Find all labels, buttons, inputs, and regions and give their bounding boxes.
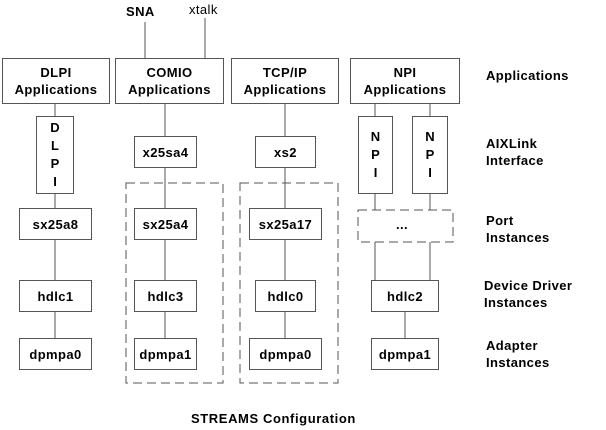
tcpip-dashed-group xyxy=(239,182,339,384)
row-label-applications-line-1: Applications xyxy=(486,68,569,83)
dlpi-letter-p: P xyxy=(50,156,60,171)
npi-left-letter-i: I xyxy=(373,165,378,180)
sx25a17-box: sx25a17 xyxy=(249,208,322,240)
dpmpa1-col2-box: dpmpa1 xyxy=(134,338,197,370)
dlpi-letter-d: D xyxy=(50,120,60,135)
dlpi-applications-box: DLPI Applications xyxy=(2,58,110,104)
dlpi-letter-l: L xyxy=(51,138,59,153)
row-label-port-instances: Port Instances xyxy=(486,212,550,246)
npi-left-letter-p: P xyxy=(371,147,380,162)
xs2-box: xs2 xyxy=(255,136,316,168)
npi-left-letter-n: N xyxy=(370,129,381,144)
npi-right-letter-n: N xyxy=(425,129,435,144)
dlpi-letter-i: I xyxy=(53,174,57,189)
comio-applications-box: COMIO Applications xyxy=(115,58,224,104)
npi-port-ellipsis: ... xyxy=(393,216,412,233)
row-label-device-driver-line-2: Instances xyxy=(484,295,548,310)
dpmpa0-col3-box: dpmpa0 xyxy=(249,338,322,370)
tcpip-applications-box: TCP/IP Applications xyxy=(231,58,339,104)
sna-label: SNA xyxy=(126,4,155,19)
row-label-aixlink-line-1: AIXLink xyxy=(486,136,538,151)
row-label-adapter-instances: Adapter Instances xyxy=(486,337,550,371)
hdlc2-box: hdlc2 xyxy=(371,280,439,312)
row-label-adapter-line-2: Instances xyxy=(486,355,550,370)
row-label-port-line-2: Instances xyxy=(486,230,550,245)
sx25a8-box: sx25a8 xyxy=(19,208,92,240)
xtalk-label: xtalk xyxy=(189,2,218,17)
row-label-aixlink-line-2: Interface xyxy=(486,153,544,168)
npi-right-letter-i: I xyxy=(428,165,432,180)
comio-app-line-1: COMIO xyxy=(146,65,193,80)
diagram-caption: STREAMS Configuration xyxy=(191,411,356,426)
hdlc0-box: hdlc0 xyxy=(255,280,316,312)
row-label-device-driver-line-1: Device Driver xyxy=(484,278,573,293)
dlpi-app-line-1: DLPI xyxy=(40,65,72,80)
tcpip-app-line-1: TCP/IP xyxy=(262,65,308,80)
comio-app-line-2: Applications xyxy=(128,82,211,97)
hdlc3-box: hdlc3 xyxy=(134,280,197,312)
dpmpa1-col4-box: dpmpa1 xyxy=(371,338,439,370)
row-label-aixlink-interface: AIXLink Interface xyxy=(486,135,544,169)
row-label-adapter-line-1: Adapter xyxy=(486,338,538,353)
npi-port-dashed-box xyxy=(357,209,454,243)
dpmpa0-col1-box: dpmpa0 xyxy=(19,338,92,370)
tcpip-app-line-2: Applications xyxy=(243,82,327,97)
x25sa4-box: x25sa4 xyxy=(134,136,197,168)
npi-app-line-2: Applications xyxy=(363,82,447,97)
npi-left-interface-box: N P I xyxy=(358,116,393,194)
dlpi-app-line-2: Applications xyxy=(14,82,98,97)
dlpi-interface-box: D L P I xyxy=(36,116,74,194)
row-label-device-driver-instances: Device Driver Instances xyxy=(484,277,572,311)
sx25a4-box: sx25a4 xyxy=(134,208,197,240)
row-label-port-line-1: Port xyxy=(486,213,514,228)
hdlc1-box: hdlc1 xyxy=(19,280,92,312)
comio-dashed-group xyxy=(125,182,224,384)
npi-right-interface-box: N P I xyxy=(412,116,448,194)
row-label-applications: Applications xyxy=(486,67,569,84)
npi-right-letter-p: P xyxy=(425,147,435,162)
npi-app-line-1: NPI xyxy=(393,65,417,80)
npi-applications-box: NPI Applications xyxy=(350,58,460,104)
